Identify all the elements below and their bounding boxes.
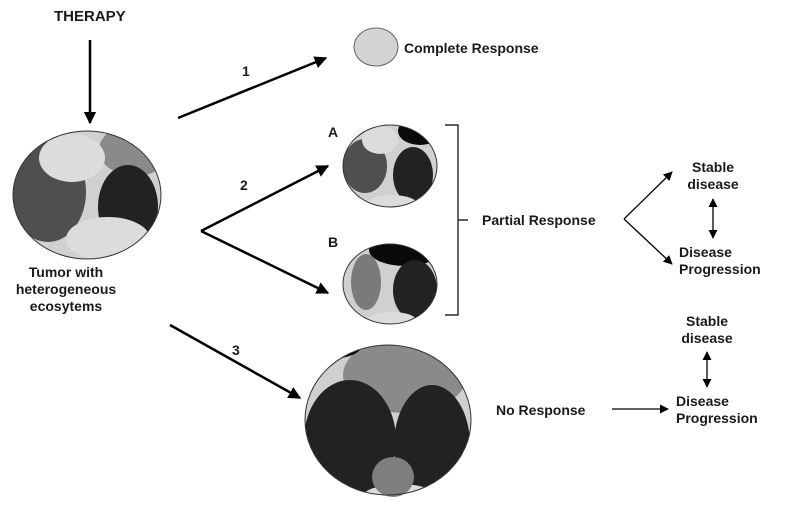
tumor-b: [342, 243, 438, 325]
disease-progression-2-line2: Progression: [676, 410, 758, 426]
tumor-no-response: [304, 344, 472, 497]
complete-response-label: Complete Response: [404, 40, 539, 56]
disease-progression-label-1: Disease Progression: [679, 244, 761, 278]
path-1-label: 1: [242, 63, 250, 79]
stable-disease-2-line2: disease: [681, 330, 733, 346]
sub-b-label: B: [328, 234, 339, 250]
disease-progression-1-line2: Progression: [679, 261, 761, 277]
partial-response-bracket: [445, 124, 468, 316]
stable-disease-2-line1: Stable: [685, 313, 728, 329]
tumor-heterogeneous: [12, 130, 162, 260]
tumor-label-line2: heterogeneous: [15, 281, 117, 297]
stable-disease-1-line1: Stable: [691, 159, 734, 175]
path-2-arrow-lower: [200, 229, 330, 295]
partial-to-progression-arrow: [623, 218, 673, 265]
complete-response-circle: [353, 27, 399, 67]
stable-disease-label-2: Stable disease: [662, 313, 752, 347]
no-response-label: No Response: [496, 402, 586, 418]
tumor-label: Tumor with heterogeneous ecosytems: [6, 264, 126, 315]
stable-disease-1-line2: disease: [687, 176, 739, 192]
path-2-arrow-upper: [200, 164, 330, 233]
tumor-label-line3: ecosytems: [29, 298, 103, 314]
path-2-label: 2: [240, 177, 248, 193]
stable-disease-label-1: Stable disease: [668, 159, 758, 193]
disease-progression-label-2: Disease Progression: [676, 393, 758, 427]
partial-response-label: Partial Response: [482, 212, 596, 228]
disease-progression-1-line1: Disease: [679, 244, 732, 260]
tumor-a: [342, 124, 438, 208]
tumor-label-line1: Tumor with: [28, 264, 104, 280]
path-1-arrow: [177, 56, 328, 120]
path-3-arrow: [169, 323, 302, 400]
therapy-label: THERAPY: [54, 8, 126, 25]
disease-progression-2-line1: Disease: [676, 393, 729, 409]
path-3-label: 3: [232, 342, 240, 358]
partial-to-stable-arrow: [623, 171, 673, 220]
sub-a-label: A: [328, 124, 339, 140]
